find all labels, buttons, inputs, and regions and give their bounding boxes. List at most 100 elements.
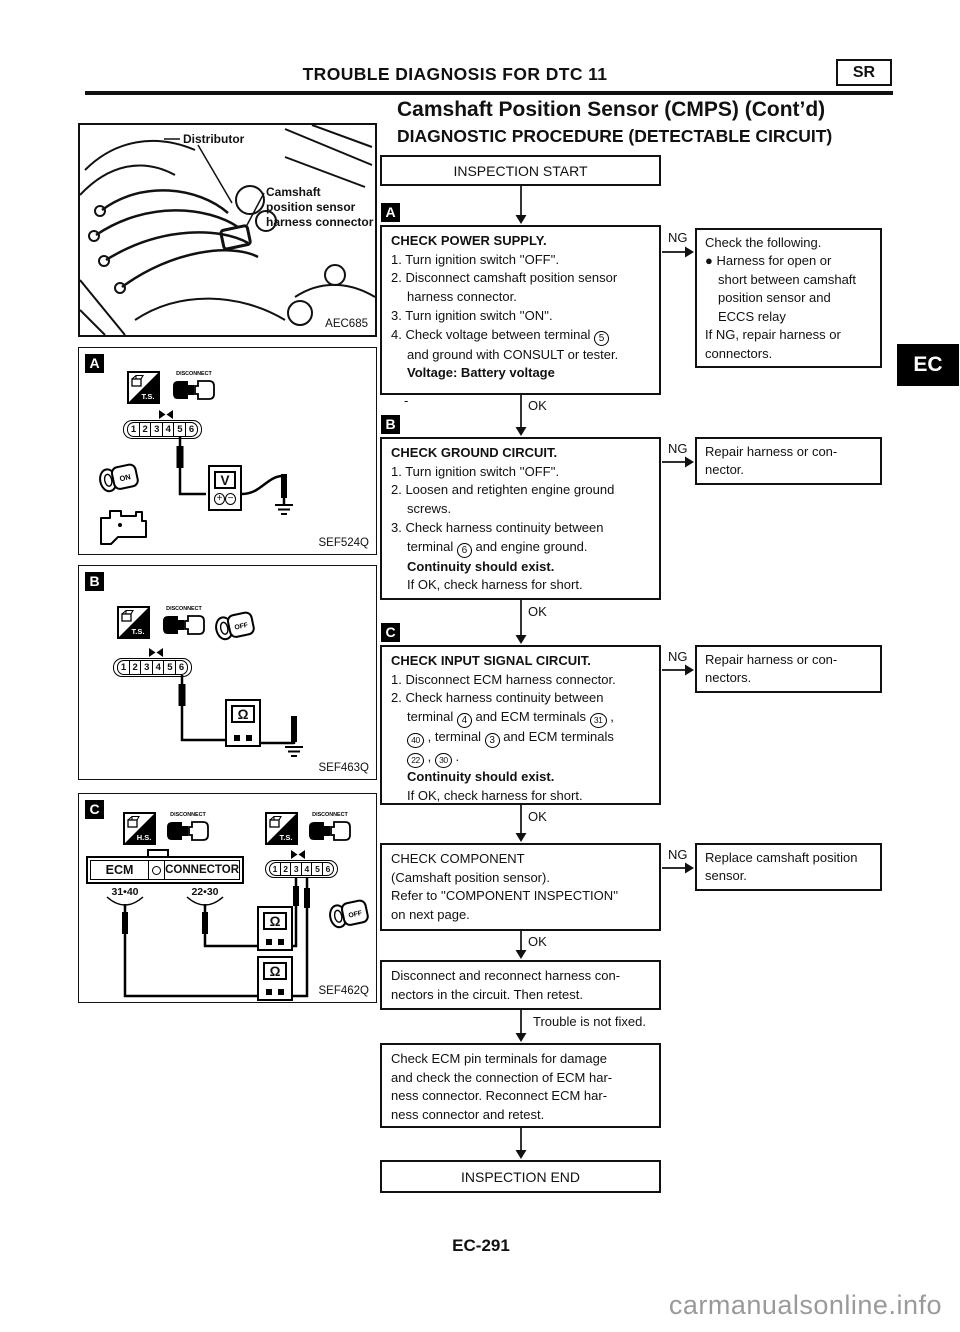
disconnect-icon: DISCONNECT [167, 812, 209, 841]
text-line: position sensor and [718, 290, 831, 306]
text-line: 3. Check harness continuity between [391, 519, 604, 535]
connector-label: CONNECTOR [165, 864, 239, 876]
svg-text:DISCONNECT: DISCONNECT [312, 812, 348, 818]
svg-text:T.S.: T.S. [132, 627, 145, 636]
text-line: terminal 4 and ECM terminals 31 , [407, 709, 614, 729]
terminal-range-31-40: 31•40 [111, 886, 139, 898]
label-distributor: Distributor [183, 132, 245, 146]
text-line: ness connector. Reconnect ECM har- [391, 1088, 608, 1104]
flow-box-reconnect-harness: Disconnect and reconnect harness con-nec… [380, 960, 661, 1010]
ecm-label: ECM [91, 861, 150, 879]
ohmmeter-lower: Ω [257, 956, 293, 1001]
flow-badge-c: C [381, 623, 400, 642]
text-line: nector. [705, 462, 745, 478]
pin-6: 6 [185, 422, 199, 437]
ecm-connector-ring [149, 861, 166, 879]
ohmmeter-display: Ω [263, 912, 287, 930]
text-line: and check the connection of ECM har- [391, 1069, 613, 1085]
svg-text:T.S.: T.S. [280, 833, 293, 842]
figure-code: SEF463Q [318, 762, 370, 774]
ignition-key-on-icon: ON [99, 463, 139, 493]
bowtie-icon [291, 850, 305, 859]
meter-terminal [278, 939, 284, 945]
text-line: Repair harness or con- [705, 652, 838, 667]
circled-terminal-number: 22 [407, 753, 424, 769]
ohmmeter: Ω [225, 699, 261, 747]
text-line: terminal 6 and engine ground. [407, 538, 588, 558]
label-cam-sensor-2: position sensor [266, 200, 356, 214]
section-badge: SR [836, 59, 892, 86]
subtitle-procedure: DIAGNOSTIC PROCEDURE (DETECTABLE CIRCUIT… [397, 126, 833, 146]
ok-label-component: OK [526, 934, 549, 949]
label-cam-sensor-1: Camshaft [266, 185, 321, 199]
circled-terminal-number: 3 [484, 733, 500, 749]
ts-tool-icon: T.S. [265, 812, 298, 845]
meter-terminal [266, 939, 272, 945]
text-line: 1. Turn ignition switch ''OFF''. [391, 463, 560, 479]
circled-terminal-number: 6 [456, 542, 472, 558]
text-line: 1. Disconnect ECM harness connector. [391, 671, 616, 687]
circled-terminal-number: 30 [434, 753, 452, 769]
text-line: 22 , 30 . [391, 748, 650, 769]
text-line: on next page. [391, 907, 470, 923]
ng-box-repair-connector: Repair harness or con-nector. [695, 437, 882, 485]
text-line: Check ECM pin terminals for damage [391, 1051, 608, 1066]
engine-illustration [80, 125, 375, 335]
subtitle-sensor: Camshaft Position Sensor (CMPS) (Cont’d) [397, 98, 826, 121]
circled-terminal-number: 5 [594, 330, 610, 346]
hs-tool-icon: H.S. [123, 812, 156, 845]
flow-badge-b: B [381, 415, 400, 434]
ground-icon [285, 746, 303, 757]
text-line: CHECK GROUND CIRCUIT. [391, 445, 558, 460]
text-line: 2. Check harness continuity between [391, 690, 604, 706]
text-line: Continuity should exist. [407, 558, 555, 574]
text-line: CHECK POWER SUPPLY. [391, 233, 547, 248]
text-line: 4. Check voltage between terminal 5 [391, 326, 650, 346]
ecm-connector-tab [147, 849, 169, 858]
ng-label-a: NG [666, 230, 690, 245]
ohmmeter-display: Ω [263, 962, 287, 980]
svg-text:DISCONNECT: DISCONNECT [166, 606, 202, 612]
ground-icon [275, 504, 293, 515]
figure-code: AEC685 [325, 318, 368, 330]
figure-code: SEF524Q [318, 537, 370, 549]
ng-label-c: NG [666, 649, 690, 664]
text-line: If OK, check harness for short. [407, 577, 583, 593]
header-rule [85, 91, 893, 95]
pin-2: 2 [279, 862, 292, 876]
engine-icon [100, 510, 147, 545]
text-line: Replace camshaft position [705, 850, 858, 865]
meter-terminal [278, 989, 284, 995]
ok-label-b: OK [526, 604, 549, 619]
flow-box-inspection-end: INSPECTION END [380, 1160, 661, 1193]
svg-text:OFF: OFF [348, 910, 363, 920]
disconnect-icon: DISCONNECT [173, 371, 215, 400]
text-line: 40 , terminal 3 and ECM terminals [391, 728, 650, 749]
text-line: Voltage: Battery voltage [407, 365, 555, 381]
ok-label-c: OK [526, 809, 549, 824]
ng-box-repair-connectors: Repair harness or con-nectors. [695, 645, 882, 693]
text-line: Repair harness or con- [705, 444, 838, 459]
ts-tool-icon: T.S. [117, 606, 150, 639]
flow-box-check-ground-circuit: CHECK GROUND CIRCUIT. 1. Turn ignition sw… [380, 437, 661, 600]
svg-text:ON: ON [119, 472, 132, 483]
flow-box-check-ecm-pins: Check ECM pin terminals for damage and ch… [380, 1043, 661, 1128]
pin-1: 1 [127, 422, 140, 437]
text-line: nectors. [705, 670, 752, 686]
text-line: If OK, check harness for short. [407, 787, 583, 803]
circled-terminal-number: 31 [589, 713, 607, 729]
voltmeter: V + − [208, 465, 242, 511]
disconnect-icon: DISCONNECT [163, 606, 205, 635]
pin-6: 6 [322, 862, 335, 876]
figure-badge-a: A [85, 354, 104, 373]
figure-test-c-ecm-continuity: C H.S. DISCONNECT T.S. DISCONNECT [78, 793, 377, 1003]
pin-3: 3 [150, 422, 164, 437]
ts-tool-icon: T.S. [127, 371, 160, 404]
svg-text:OFF: OFF [234, 622, 249, 632]
plus-terminal-icon: + [214, 493, 225, 505]
disconnect-icon: DISCONNECT [309, 812, 351, 841]
